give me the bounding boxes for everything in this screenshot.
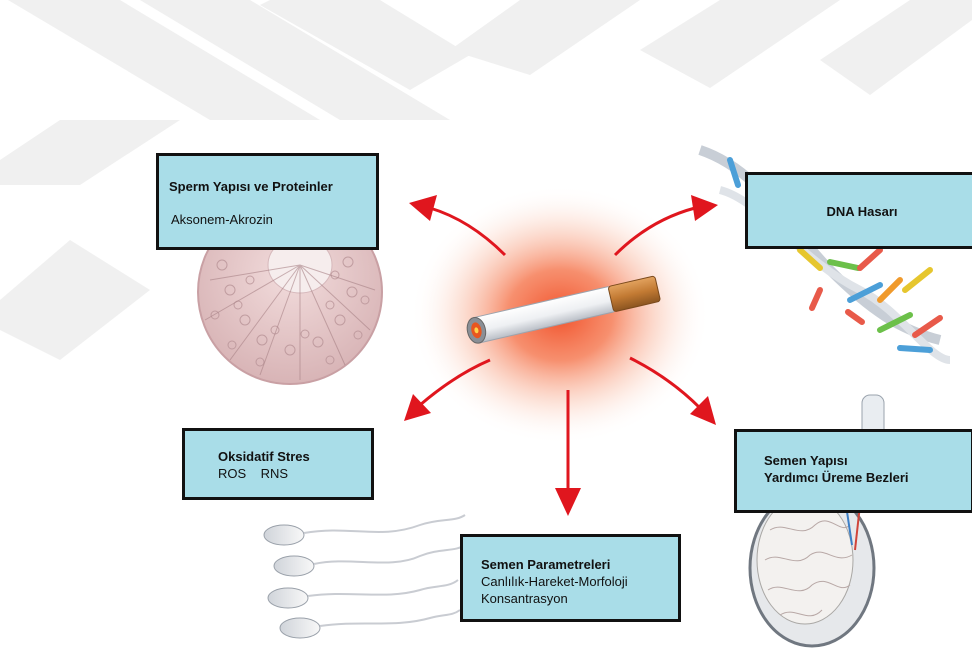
sperm-structure-box: Sperm Yapısı ve Proteinler Aksonem-Akroz… <box>156 153 379 250</box>
oxidative-stress-detail: ROS RNS <box>218 465 371 482</box>
dna-damage-box: DNA Hasarı <box>745 172 972 249</box>
semen-parameters-title: Semen Parametreleri <box>481 556 678 573</box>
dna-damage-title: DNA Hasarı <box>748 203 972 220</box>
oxidative-stress-box: Oksidatif Stres ROS RNS <box>182 428 374 500</box>
semen-parameters-detail-2: Konsantrasyon <box>481 590 678 607</box>
semen-structure-detail: Yardımcı Üreme Bezleri <box>764 469 971 486</box>
semen-parameters-detail-1: Canlılık-Hareket-Morfoloji <box>481 573 678 590</box>
semen-structure-title: Semen Yapısı <box>764 452 971 469</box>
semen-parameters-box: Semen Parametreleri Canlılık-Hareket-Mor… <box>460 534 681 622</box>
oxidative-stress-title: Oksidatif Stres <box>218 448 371 465</box>
sperm-cells-illustration <box>264 515 465 638</box>
sperm-structure-title: Sperm Yapısı ve Proteinler <box>169 178 366 195</box>
sperm-structure-detail: Aksonem-Akrozin <box>169 211 366 228</box>
semen-structure-box: Semen Yapısı Yardımcı Üreme Bezleri <box>734 429 972 513</box>
